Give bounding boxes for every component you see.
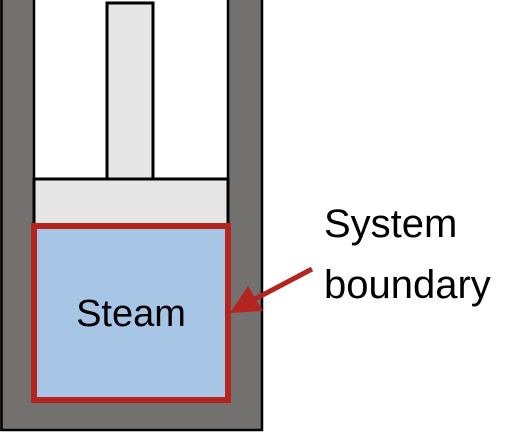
boundary-label-line2: boundary — [324, 263, 491, 307]
cylinder-bottom-wall — [0, 400, 263, 431]
cylinder-right-wall — [228, 0, 263, 431]
steam-label: Steam — [76, 293, 186, 335]
piston-rod — [105, 1, 155, 181]
boundary-arrow-head — [230, 286, 263, 313]
cylinder-left-wall — [0, 0, 34, 431]
piston-head — [32, 177, 230, 227]
cylinder-outline — [0, 0, 264, 432]
boundary-label-line1: System — [324, 202, 457, 246]
boundary-arrow-shaft — [253, 266, 314, 302]
steam-region — [34, 226, 228, 400]
system-boundary — [31, 223, 231, 403]
